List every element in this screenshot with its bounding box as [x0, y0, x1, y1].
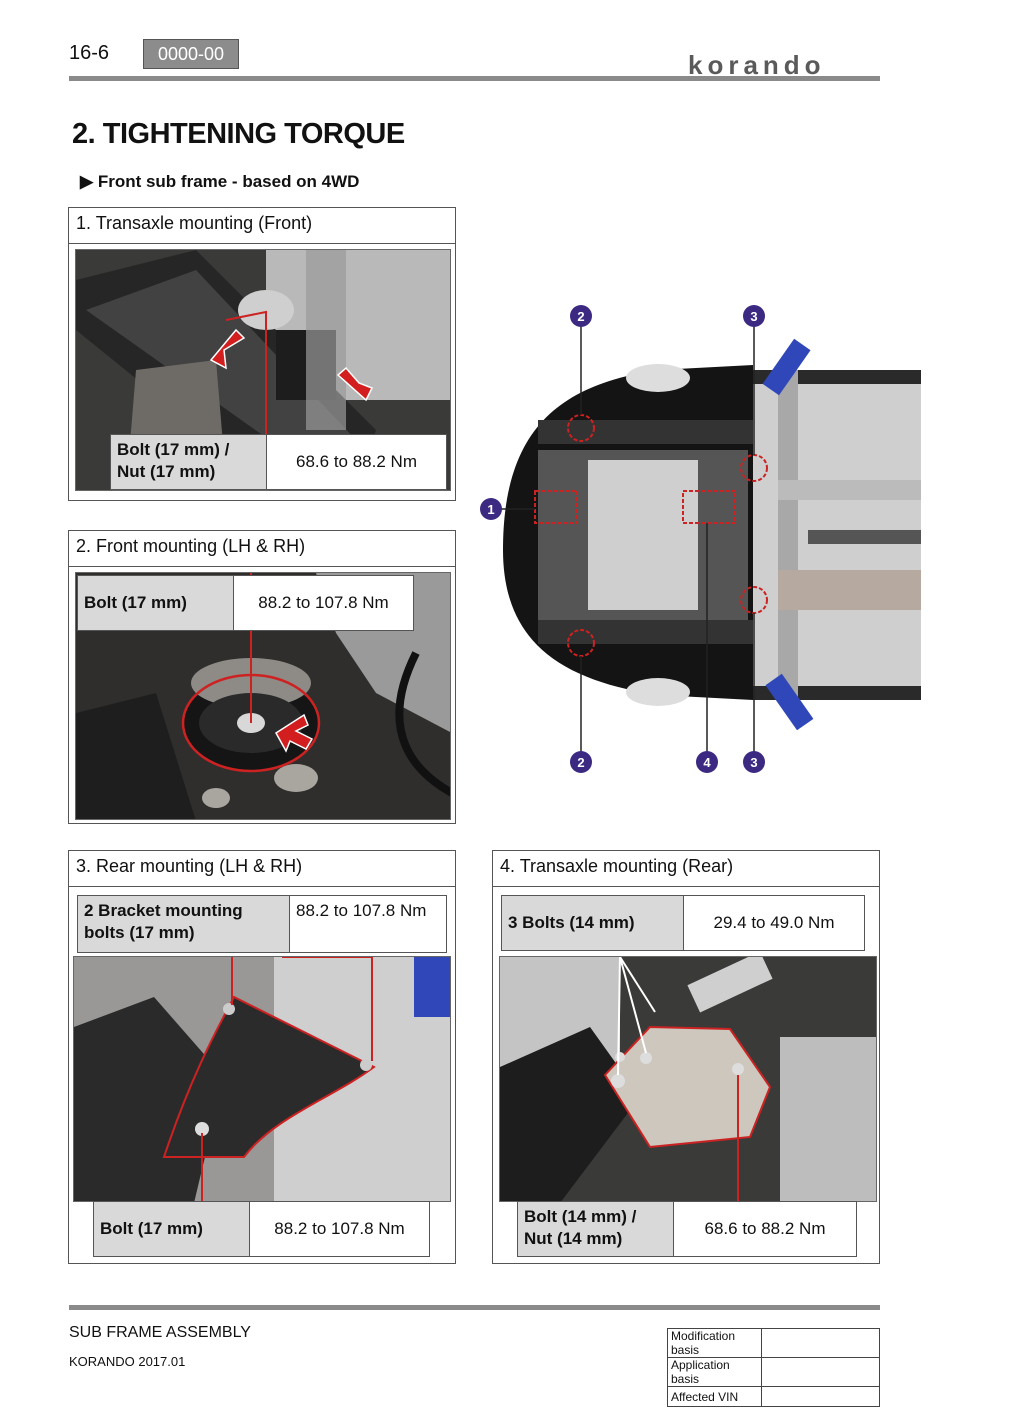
spec-row-bottom: Bolt (17 mm) 88.2 to 107.8 Nm	[93, 1201, 430, 1257]
revision-value	[761, 1357, 880, 1387]
spec-row: Bolt (17 mm) 88.2 to 107.8 Nm	[77, 575, 414, 631]
panel-transaxle-front: 1. Transaxle mounting (Front) Bolt (17 m…	[68, 207, 456, 501]
page-number: 16-6	[69, 42, 110, 64]
spec-value: 88.2 to 107.8 Nm	[234, 576, 413, 630]
svg-text:3: 3	[750, 309, 757, 324]
footer-section: SUB FRAME ASSEMBLY	[69, 1324, 251, 1341]
header-rule	[69, 76, 880, 81]
callout-3-top: 3	[743, 305, 765, 327]
panel-rear-mounting: 3. Rear mounting (LH & RH) 2 Bracket mou…	[68, 850, 456, 1264]
section-subtitle: ▶ Front sub frame - based on 4WD	[80, 172, 360, 191]
svg-text:4: 4	[703, 755, 711, 770]
revision-row: Modification basis	[667, 1328, 880, 1358]
page-title: 2. TIGHTENING TORQUE	[72, 118, 405, 150]
panel-title: 2. Front mounting (LH & RH)	[69, 531, 455, 567]
spec-row-top: 2 Bracket mounting bolts (17 mm) 88.2 to…	[77, 895, 447, 953]
revision-row: Application basis	[667, 1357, 880, 1387]
panel-front-mounting: 2. Front mounting (LH & RH) Bolt (17 mm)…	[68, 530, 456, 824]
spec-key: Bolt (17 mm)	[78, 576, 234, 630]
spec-key: 3 Bolts (14 mm)	[502, 896, 684, 950]
photo-rear-mounting	[73, 956, 451, 1202]
callout-1: 1	[480, 498, 502, 520]
revision-value	[761, 1328, 880, 1358]
callout-2-top: 2	[570, 305, 592, 327]
svg-text:2: 2	[577, 755, 584, 770]
spec-key: 2 Bracket mounting bolts (17 mm)	[78, 896, 290, 952]
subframe-overview-diagram: 2 3 1 2 4 3	[478, 300, 924, 780]
spec-key: Bolt (17 mm) / Nut (17 mm)	[111, 435, 267, 489]
callout-4: 4	[696, 751, 718, 773]
callout-3-bottom: 3	[743, 751, 765, 773]
revision-label: Affected VIN	[667, 1386, 762, 1407]
spec-value: 68.6 to 88.2 Nm	[674, 1202, 856, 1256]
callout-2-bottom: 2	[570, 751, 592, 773]
revision-label: Modification basis	[667, 1328, 762, 1358]
spec-key: Bolt (14 mm) / Nut (14 mm)	[518, 1202, 674, 1256]
panel-title: 3. Rear mounting (LH & RH)	[69, 851, 455, 887]
spec-row-top: 3 Bolts (14 mm) 29.4 to 49.0 Nm	[501, 895, 865, 951]
revision-label: Application basis	[667, 1357, 762, 1387]
spec-row-bottom: Bolt (14 mm) / Nut (14 mm) 68.6 to 88.2 …	[517, 1201, 857, 1257]
spec-row: Bolt (17 mm) / Nut (17 mm) 68.6 to 88.2 …	[110, 434, 447, 490]
spec-value: 88.2 to 107.8 Nm	[250, 1202, 429, 1256]
footer-model: KORANDO 2017.01	[69, 1354, 186, 1369]
revision-table: Modification basis Application basis Aff…	[667, 1328, 880, 1407]
panel-title: 4. Transaxle mounting (Rear)	[493, 851, 879, 887]
photo-transaxle-rear	[499, 956, 877, 1202]
panel-title: 1. Transaxle mounting (Front)	[69, 208, 455, 244]
revision-row: Affected VIN	[667, 1386, 880, 1407]
spec-value: 88.2 to 107.8 Nm	[290, 896, 446, 952]
brand-logo: korando	[688, 50, 826, 80]
doc-code-badge: 0000-00	[143, 39, 239, 69]
svg-text:2: 2	[577, 309, 584, 324]
spec-key: Bolt (17 mm)	[94, 1202, 250, 1256]
footer-rule	[69, 1305, 880, 1310]
panel-transaxle-rear: 4. Transaxle mounting (Rear) 3 Bolts (14…	[492, 850, 880, 1264]
spec-value: 29.4 to 49.0 Nm	[684, 896, 864, 950]
svg-text:1: 1	[487, 502, 494, 517]
triangle-bullet-icon: ▶	[80, 172, 94, 191]
spec-value: 68.6 to 88.2 Nm	[267, 435, 446, 489]
svg-text:3: 3	[750, 755, 757, 770]
revision-value	[761, 1386, 880, 1407]
